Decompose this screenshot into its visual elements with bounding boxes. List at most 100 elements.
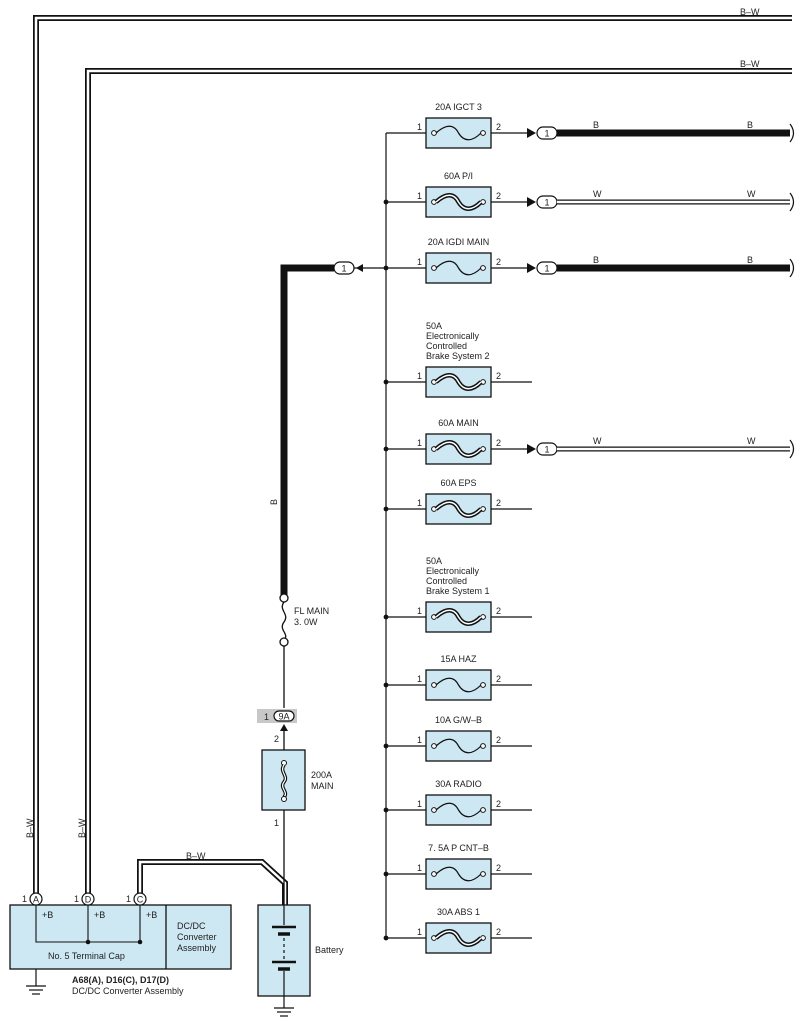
fuse-element-strip-inner	[435, 609, 482, 625]
junction-9a: 1 9A 2	[257, 709, 297, 744]
fuse-terminal-right	[480, 871, 486, 877]
wire-color-bw-top: B–W	[740, 7, 760, 17]
fuse-pin-in: 1	[417, 498, 422, 508]
bus-junction-dot	[383, 446, 389, 452]
dcdc-converter-assembly: +B +B +B No. 5 Terminal Cap DC/DC Conver…	[9, 892, 232, 996]
dcdc-terminal-a: 1 A	[22, 892, 43, 906]
fuse-label: 30A RADIO	[435, 779, 482, 789]
fuse-label: Controlled	[426, 576, 467, 586]
fuse-output-arrow	[527, 128, 536, 138]
fuse-pin-in: 1	[417, 191, 422, 201]
fuse-pin-in: 1	[417, 371, 422, 381]
fuse-terminal-left	[431, 743, 437, 749]
wire-continuation-mark	[789, 258, 795, 278]
fuse-output-wire-color-end: W	[747, 436, 756, 446]
fuse-pin-out: 2	[496, 438, 501, 448]
fuse-pin-out: 2	[496, 606, 501, 616]
svg-text:C: C	[137, 895, 144, 905]
fuse-terminal-right	[480, 265, 486, 271]
main-line-arrow	[356, 264, 363, 272]
fuse-label: 15A HAZ	[440, 654, 477, 664]
fuse-element-strip-inner	[435, 374, 482, 390]
main-b-wire	[280, 264, 334, 597]
fuse-pin-out: 2	[496, 498, 501, 508]
fuse-terminal-right	[480, 807, 486, 813]
bus-junction-dot	[383, 935, 389, 941]
svg-text:1: 1	[74, 894, 79, 904]
fuse-label: 10A G/W–B	[435, 715, 482, 725]
fuse-6: 60A EPS 1 2	[383, 478, 532, 525]
fuse-terminal-right	[480, 682, 486, 688]
fuse-pin-in: 1	[417, 927, 422, 937]
fuse-element-wire	[435, 125, 482, 141]
fuse-pin-out: 2	[496, 927, 501, 937]
dcdc-plus-b-d: +B	[94, 910, 105, 920]
main-fuse-rating: 200A	[311, 770, 332, 780]
fl-main-size: 3. 0W	[294, 617, 318, 627]
fuse-element-wire	[435, 802, 482, 818]
bw-cable-c	[137, 859, 288, 905]
fuse-label: 60A EPS	[440, 478, 476, 488]
bus-junction-dot	[383, 199, 389, 205]
fuse-label: Electronically	[426, 331, 480, 341]
fuse-output-arrow	[527, 197, 536, 207]
fuse-output-arrow	[527, 444, 536, 454]
fuse-pin-out: 2	[496, 863, 501, 873]
fuse-output-connector-label: 1	[544, 198, 549, 208]
fuse-pin-in: 1	[417, 674, 422, 684]
fuse-terminal-left	[431, 265, 437, 271]
fuse-element-strip-inner	[435, 194, 482, 210]
fuse-terminal-left	[431, 130, 437, 136]
fusible-link-fl-main: FL MAIN 3. 0W	[279, 593, 329, 647]
svg-text:D: D	[85, 895, 92, 905]
svg-text:1: 1	[341, 264, 346, 274]
bus-junction-dot	[383, 614, 389, 620]
wire-color-bw-second: B–W	[740, 59, 760, 69]
fuse-output-connector-label: 1	[544, 445, 549, 455]
wire-color-bw-vertical-d: B–W	[77, 818, 87, 838]
fuse-pin-in: 1	[417, 735, 422, 745]
dcdc-connector-codes: A68(A), D16(C), D17(D)	[72, 975, 169, 985]
fuse-label: 20A IGCT 3	[435, 102, 482, 112]
wire-color-bw-battery: B–W	[186, 851, 206, 861]
fuse-label: Electronically	[426, 566, 480, 576]
fuse-pin-out: 2	[496, 191, 501, 201]
bus-junction-dot	[383, 379, 389, 385]
fuse-label: 50A	[426, 556, 442, 566]
main-fuse-name: MAIN	[311, 781, 334, 791]
battery: Battery	[257, 904, 344, 1017]
dcdc-converter-line1: DC/DC	[177, 921, 206, 931]
fuse-label: 7. 5A P CNT–B	[428, 843, 489, 853]
bw-cable-a	[33, 15, 792, 893]
fuse-label: 50A	[426, 321, 442, 331]
fuse-pin-in: 1	[417, 863, 422, 873]
bw-cable-d	[85, 68, 792, 893]
fuse-element-wire	[435, 738, 482, 754]
fuse-pin-out: 2	[496, 122, 501, 132]
dcdc-terminal-cap: No. 5 Terminal Cap	[48, 951, 125, 961]
dcdc-plus-b-c: +B	[146, 910, 157, 920]
wire-continuation-mark	[789, 123, 795, 143]
wire-color-main-b: B	[269, 499, 279, 505]
fuse-element-strip-inner	[435, 441, 482, 457]
fuse-element-strip-inner	[435, 930, 482, 946]
junction-label: 9A	[278, 712, 289, 722]
dcdc-assembly-name: DC/DC Converter Assembly	[72, 986, 184, 996]
main-fuse-pin-bottom: 1	[274, 818, 279, 828]
dcdc-converter-line3: Assembly	[177, 943, 217, 953]
fuse-output-wire-color: B	[593, 120, 599, 130]
bus-junction-dot	[383, 871, 389, 877]
fuse-terminal-right	[480, 743, 486, 749]
fuse-label: 60A P/I	[444, 171, 473, 181]
fuse-pin-in: 1	[417, 257, 422, 267]
fuse-output-wire-color-end: B	[747, 255, 753, 265]
